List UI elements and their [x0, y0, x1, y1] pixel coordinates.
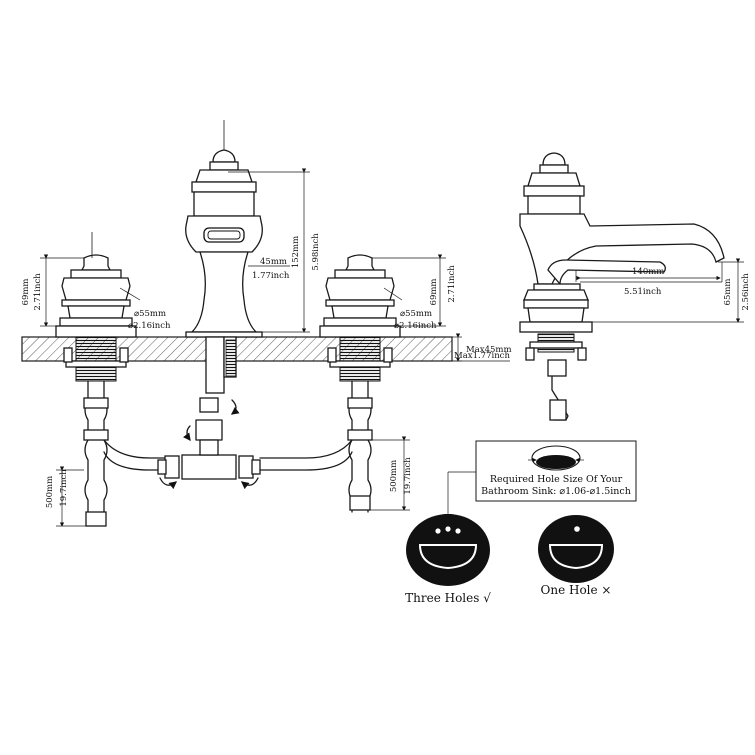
- note-line-2: Bathroom Sink: ⌀1.06-⌀1.5inch: [481, 486, 631, 497]
- right-handle-height-mm: 69mm: [429, 279, 439, 306]
- left-handle-height-in: 2.71inch: [33, 273, 43, 311]
- hole-size-note: Required Hole Size Of Your Bathroom Sink…: [444, 440, 637, 522]
- sink-hole-icon: [528, 445, 584, 471]
- right-handle-dia-in: ⌀2.16inch: [394, 321, 437, 331]
- three-hole-sink: Three Holes √: [405, 514, 491, 605]
- right-hose: [259, 380, 373, 513]
- left-handle-dia-mm: ⌀55mm: [134, 309, 166, 319]
- one-hole-label: One Hole ×: [541, 583, 612, 597]
- front-view: 69mm 2.71inch ⌀55mm ⌀2.16inch 45mm 1.77i…: [21, 120, 512, 527]
- tee-connector: [157, 397, 261, 490]
- left-handle-dia-in: ⌀2.16inch: [128, 321, 171, 331]
- right-handle-dia-mm: ⌀55mm: [400, 309, 432, 319]
- deck-max-in: Max1.77inch: [454, 351, 510, 361]
- left-handle-height-mm: 69mm: [21, 279, 31, 306]
- three-holes-label: Three Holes √: [405, 591, 491, 605]
- right-handle: [319, 254, 401, 382]
- side-view: 140mm 5.51inch 65mm 2.56inch: [519, 152, 751, 421]
- right-hose-mm: 500mm: [389, 460, 399, 492]
- left-hose: [83, 380, 166, 527]
- one-hole-sink: One Hole ×: [538, 515, 614, 597]
- front-dimension-lines: [40, 168, 510, 527]
- reach-mm: 140mm: [632, 267, 664, 277]
- outlet-height-in: 2.56inch: [741, 273, 751, 311]
- spout-width-mm: 45mm: [260, 257, 287, 267]
- left-hose-in: 19.7inch: [59, 469, 69, 507]
- right-handle-height-in: 2.71inch: [447, 265, 457, 303]
- note-line-1: Required Hole Size Of Your: [490, 474, 623, 485]
- spout-height-in: 5.98inch: [311, 233, 321, 271]
- spout-height-mm: 152mm: [291, 236, 301, 268]
- spout-width-in: 1.77inch: [252, 271, 290, 281]
- reach-in: 5.51inch: [624, 287, 662, 297]
- left-hose-mm: 500mm: [45, 476, 55, 508]
- deck-max-mm: Max45mm: [466, 345, 512, 355]
- left-handle: [55, 232, 137, 382]
- right-hose-in: 19.7inch: [403, 457, 413, 495]
- spout: [185, 120, 263, 394]
- outlet-height-mm: 65mm: [723, 279, 733, 306]
